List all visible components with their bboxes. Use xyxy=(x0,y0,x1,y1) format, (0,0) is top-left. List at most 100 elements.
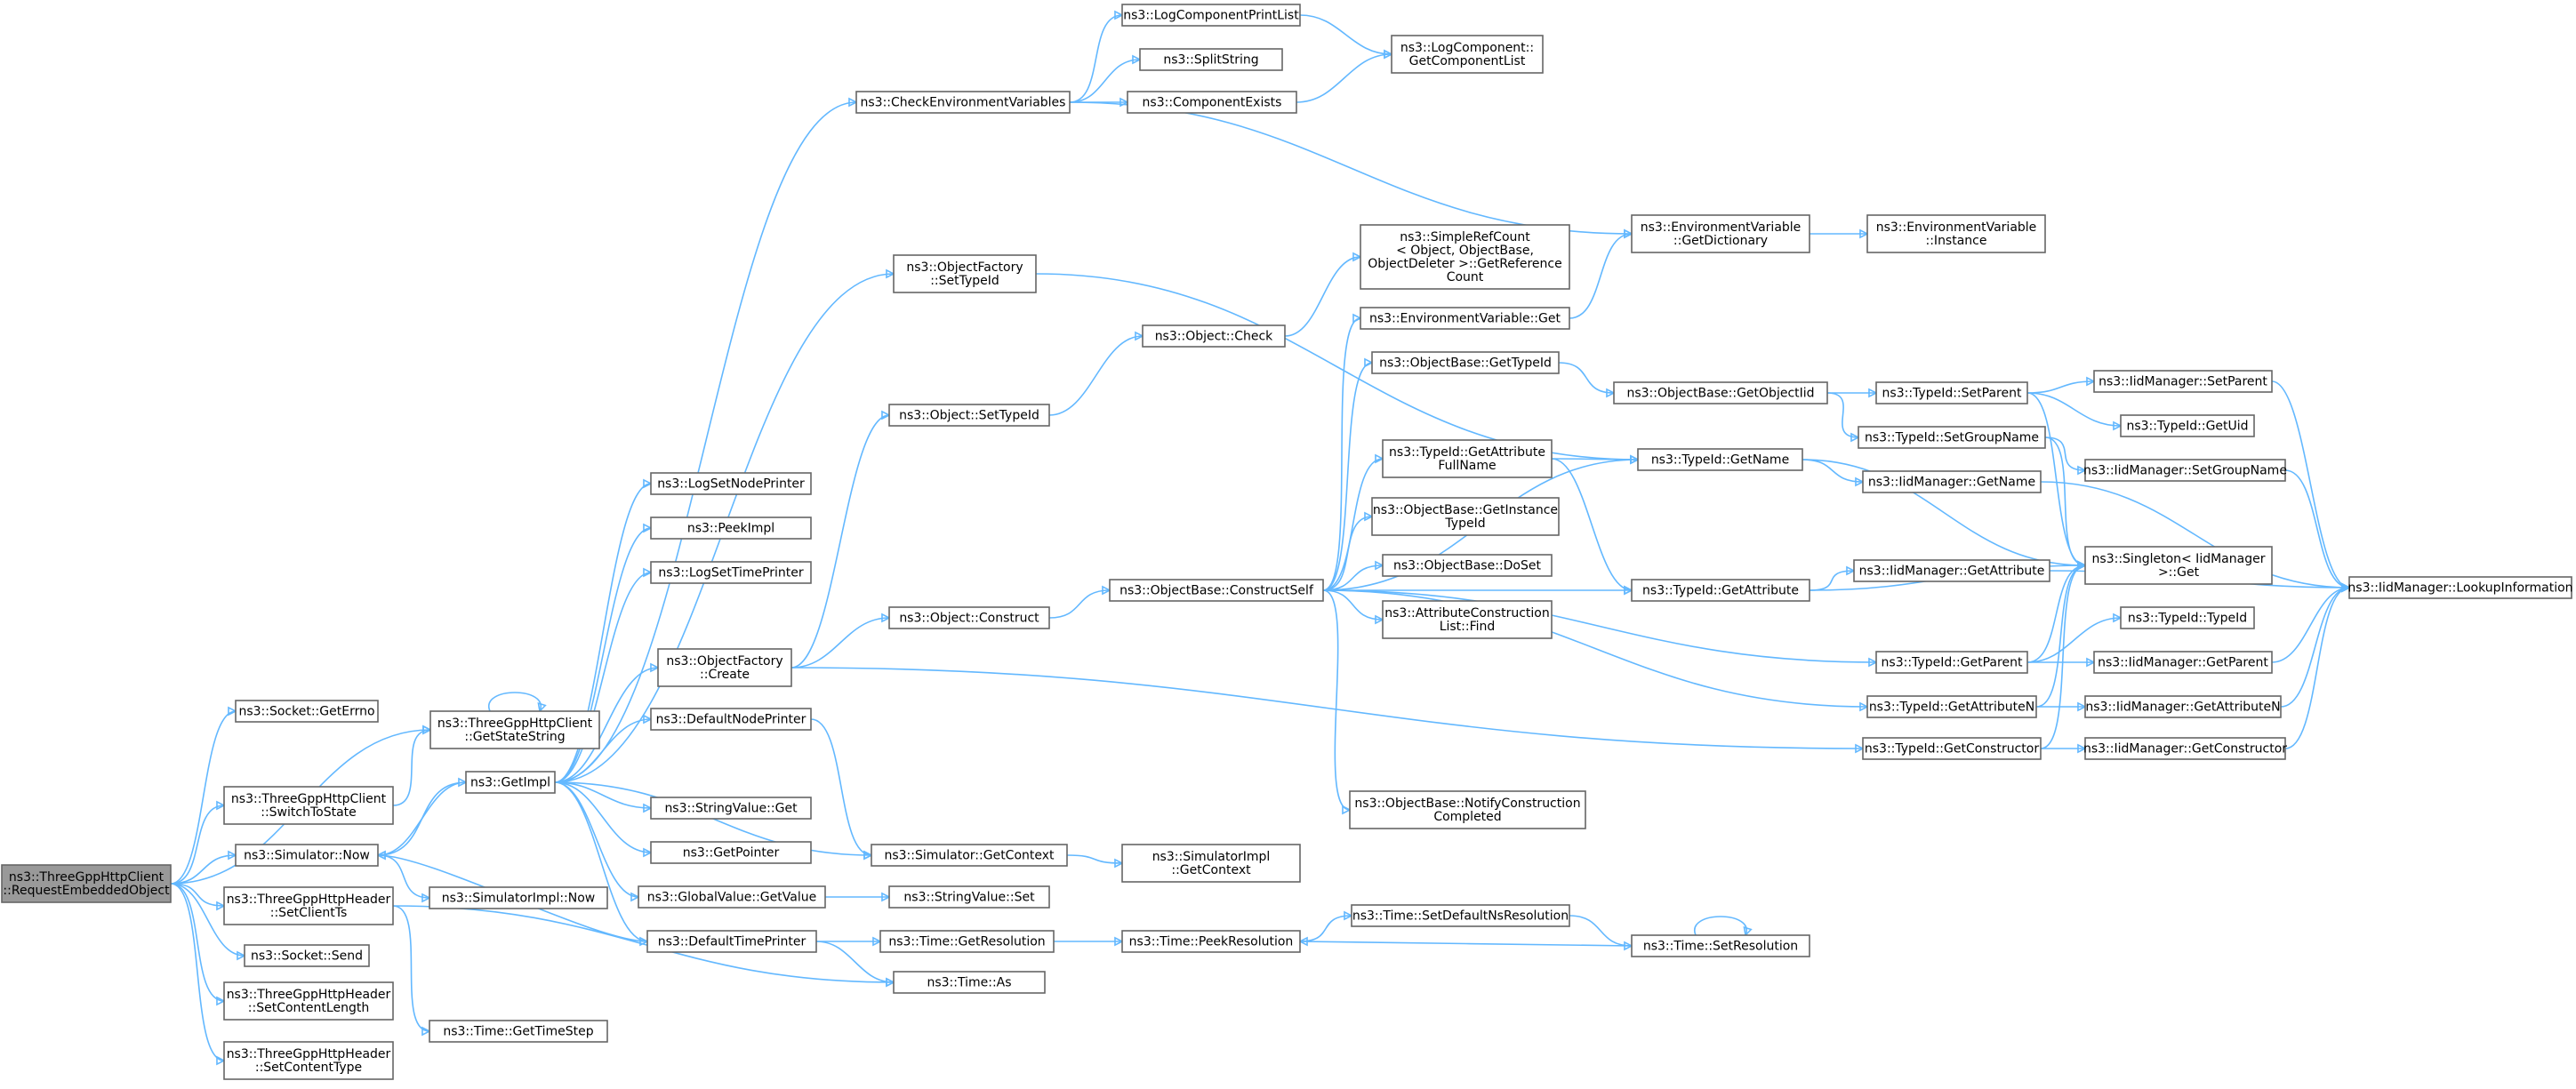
node-simple-ref-count[interactable]: ns3::SimpleRefCount< Object, ObjectBase,… xyxy=(1360,224,1570,290)
node-obj-construct[interactable]: ns3::Object::Construct xyxy=(888,606,1050,629)
edge-line xyxy=(2044,436,2086,471)
node-box xyxy=(1139,48,1283,71)
edge-line xyxy=(377,854,430,899)
edge-line xyxy=(488,692,542,712)
node-get-object-iid[interactable]: ns3::ObjectBase::GetObjectIid xyxy=(1613,381,1828,404)
node-get-impl[interactable]: ns3::GetImpl xyxy=(465,771,556,794)
node-iid-mgr-set-group-name[interactable]: ns3::IidManager::SetGroupName xyxy=(2083,459,2287,482)
node-peek-impl[interactable]: ns3::PeekImpl xyxy=(650,516,812,540)
node-time-set-resolution[interactable]: ns3::Time::SetResolution xyxy=(1631,934,1810,957)
node-type-id-get-uid[interactable]: ns3::TypeId::GetUid xyxy=(2120,414,2255,437)
node-default-time-printer[interactable]: ns3::DefaultTimePrinter xyxy=(646,930,817,953)
node-sim-impl-now[interactable]: ns3::SimulatorImpl::Now xyxy=(429,886,608,909)
node-set-client-ts[interactable]: ns3::ThreeGppHttpHeader::SetClientTs xyxy=(223,886,394,925)
edge-iid-mgr-set-group-name-to-iid-mgr-lookup-info xyxy=(2284,469,2351,593)
node-switch-to-state[interactable]: ns3::ThreeGppHttpClient::SwitchToState xyxy=(223,786,394,825)
edge-line xyxy=(2026,380,2095,394)
node-log-set-time-printer[interactable]: ns3::LogSetTimePrinter xyxy=(650,561,812,584)
node-singleton-get[interactable]: ns3::Singleton< IidManager>::Get xyxy=(2084,546,2273,585)
node-label: ns3::SimulatorImpl::Now xyxy=(442,892,596,906)
node-iid-mgr-set-parent[interactable]: ns3::IidManager::SetParent xyxy=(2093,370,2273,393)
node-env-var-get[interactable]: ns3::EnvironmentVariable::Get xyxy=(1360,307,1570,330)
node-iid-mgr-get-constructor[interactable]: ns3::IidManager::GetConstructor xyxy=(2083,737,2287,760)
node-obj-check[interactable]: ns3::Object::Check xyxy=(1142,324,1286,348)
node-label: ns3::Time::GetTimeStep xyxy=(443,1025,593,1039)
node-sim-get-context[interactable]: ns3::Simulator::GetContext xyxy=(871,844,1068,867)
node-env-var-instance[interactable]: ns3::EnvironmentVariable::Instance xyxy=(1866,214,2046,253)
node-type-id-get-constructor[interactable]: ns3::TypeId::GetConstructor xyxy=(1862,737,2042,760)
node-iid-mgr-get-attribute[interactable]: ns3::IidManager::GetAttribute xyxy=(1853,559,2050,582)
edge-time-peek-resolution-to-time-set-default-ns-res xyxy=(1299,910,1353,942)
node-label: ns3::SplitString xyxy=(1163,53,1258,68)
edge-obj-factory-create-to-type-id-get-constructor xyxy=(790,667,1865,754)
node-sim-impl-get-context[interactable]: ns3::SimulatorImpl::GetContext xyxy=(1121,844,1301,883)
arrowhead xyxy=(1855,476,1865,487)
node-component-exists[interactable]: ns3::ComponentExists xyxy=(1127,91,1297,114)
node-label: ns3::ThreeGppHttpClient xyxy=(9,870,165,885)
node-box xyxy=(893,971,1046,994)
edge-line xyxy=(1322,516,1373,591)
node-iid-mgr-get-parent[interactable]: ns3::IidManager::GetParent xyxy=(2093,651,2273,674)
node-obj-factory-create[interactable]: ns3::ObjectFactory::Create xyxy=(657,648,792,687)
node-get-pointer[interactable]: ns3::GetPointer xyxy=(650,841,812,864)
node-obj-set-type-id[interactable]: ns3::Object::SetTypeId xyxy=(888,404,1050,427)
edge-line xyxy=(170,883,225,907)
node-log-comp-print-list[interactable]: ns3::LogComponentPrintList xyxy=(1121,4,1301,27)
node-split-string[interactable]: ns3::SplitString xyxy=(1139,48,1283,71)
node-label: ::SetTypeId xyxy=(930,274,999,288)
node-set-content-type[interactable]: ns3::ThreeGppHttpHeader::SetContentType xyxy=(223,1041,394,1080)
node-label: ns3::ThreeGppHttpClient xyxy=(231,792,387,806)
node-sim-now[interactable]: ns3::Simulator::Now xyxy=(235,844,379,867)
node-type-id-get-name[interactable]: ns3::TypeId::GetName xyxy=(1637,448,1803,471)
node-label: ns3::StringValue::Set xyxy=(903,891,1035,905)
node-time-as[interactable]: ns3::Time::As xyxy=(893,971,1046,994)
node-time-peek-resolution[interactable]: ns3::Time::PeekResolution xyxy=(1121,930,1301,953)
node-global-value-get-value[interactable]: ns3::GlobalValue::GetValue xyxy=(638,885,826,909)
node-label: ns3::IidManager::GetParent xyxy=(2098,656,2268,670)
arrowhead xyxy=(1743,925,1753,937)
node-box xyxy=(1858,426,2046,449)
node-type-id-get-parent[interactable]: ns3::TypeId::GetParent xyxy=(1875,651,2028,674)
node-set-content-length[interactable]: ns3::ThreeGppHttpHeader::SetContentLengt… xyxy=(223,981,394,1021)
edge-line xyxy=(2026,565,2086,663)
edge-line xyxy=(2271,380,2350,589)
node-env-var-get-dictionary[interactable]: ns3::EnvironmentVariable::GetDictionary xyxy=(1631,214,1810,253)
edge-get-impl-to-get-pointer xyxy=(554,781,653,858)
node-default-node-printer[interactable]: ns3::DefaultNodePrinter xyxy=(650,708,812,731)
node-do-set[interactable]: ns3::ObjectBase::DoSet xyxy=(1382,554,1553,577)
node-sock-send[interactable]: ns3::Socket::Send xyxy=(244,944,370,967)
node-type-id-get-attribute[interactable]: ns3::TypeId::GetAttribute xyxy=(1631,579,1810,602)
node-notify-construction-completed[interactable]: ns3::ObjectBase::NotifyConstructionCompl… xyxy=(1349,790,1586,829)
node-get-state-string[interactable]: ns3::ThreeGppHttpClient::GetStateString xyxy=(429,710,600,749)
node-box xyxy=(1121,930,1301,953)
edge-line xyxy=(170,883,245,957)
node-obj-base-get-type-id[interactable]: ns3::ObjectBase::GetTypeId xyxy=(1371,351,1560,374)
node-type-id-set-parent[interactable]: ns3::TypeId::SetParent xyxy=(1875,381,2028,404)
node-construct-self[interactable]: ns3::ObjectBase::ConstructSelf xyxy=(1109,579,1324,602)
node-string-value-set[interactable]: ns3::StringValue::Set xyxy=(888,885,1050,909)
node-log-comp-get-list[interactable]: ns3::LogComponent::GetComponentList xyxy=(1391,35,1544,74)
node-check-env-vars[interactable]: ns3::CheckEnvironmentVariables xyxy=(855,91,1071,114)
node-string-value-get[interactable]: ns3::StringValue::Get xyxy=(650,797,812,820)
edge-line xyxy=(2026,617,2122,663)
node-label: ns3::TypeId::GetUid xyxy=(2126,420,2248,434)
edge-construct-self-to-attr-construction-list-find xyxy=(1322,589,1384,625)
node-root[interactable]: ns3::ThreeGppHttpClient::RequestEmbedded… xyxy=(1,864,172,903)
node-sock-get-errno[interactable]: ns3::Socket::GetErrno xyxy=(235,700,379,723)
node-time-set-default-ns-res[interactable]: ns3::Time::SetDefaultNsResolution xyxy=(1351,904,1570,927)
node-obj-factory-set-type-id[interactable]: ns3::ObjectFactory::SetTypeId xyxy=(893,254,1037,293)
node-iid-mgr-get-name[interactable]: ns3::IidManager::GetName xyxy=(1862,470,2042,493)
node-time-get-resolution[interactable]: ns3::Time::GetResolution xyxy=(879,930,1055,953)
node-time-get-time-step[interactable]: ns3::Time::GetTimeStep xyxy=(429,1020,608,1043)
node-type-id-type-id[interactable]: ns3::TypeId::TypeId xyxy=(2120,606,2255,629)
node-iid-mgr-lookup-info[interactable]: ns3::IidManager::LookupInformation xyxy=(2347,576,2573,599)
node-log-set-node-printer[interactable]: ns3::LogSetNodePrinter xyxy=(650,472,812,495)
node-type-id-set-group-name[interactable]: ns3::TypeId::SetGroupName xyxy=(1858,426,2046,449)
node-box xyxy=(223,981,394,1021)
node-type-id-get-attribute-n[interactable]: ns3::TypeId::GetAttributeN xyxy=(1866,695,2037,718)
node-label: ::SetContentType xyxy=(255,1061,362,1075)
node-iid-mgr-get-attribute-n[interactable]: ns3::IidManager::GetAttributeN xyxy=(2084,695,2282,718)
